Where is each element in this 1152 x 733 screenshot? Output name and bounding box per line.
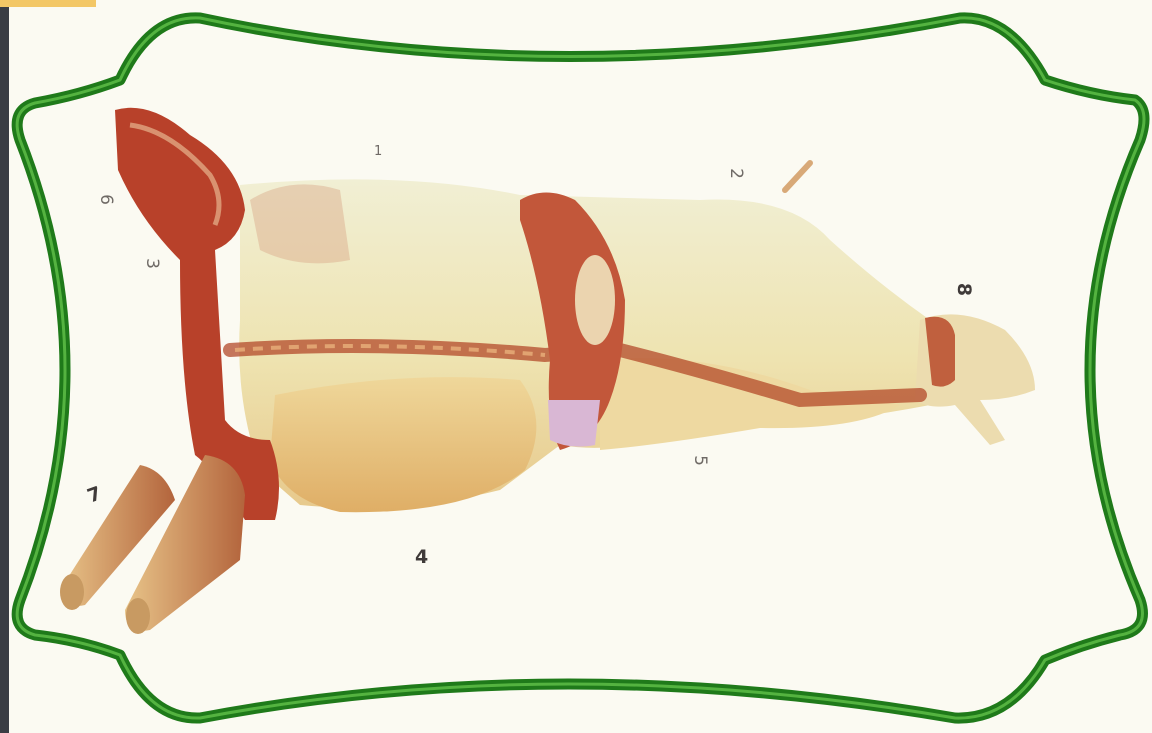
fore-section-violet (548, 400, 600, 447)
belly-cut (270, 377, 536, 512)
shoulder-shade (250, 184, 350, 263)
shank-right-end (126, 598, 150, 634)
label-8: 8 (954, 283, 973, 296)
label-2: 2 (727, 168, 744, 179)
label-1: 1 (374, 145, 382, 158)
shank-left-end (60, 574, 84, 610)
fore-section-bone (575, 255, 615, 345)
label-5: 5 (691, 455, 708, 466)
label-4: 4 (415, 548, 428, 567)
label-6: 6 (97, 194, 114, 205)
tail-stub (785, 163, 810, 190)
label-3: 3 (143, 258, 160, 269)
